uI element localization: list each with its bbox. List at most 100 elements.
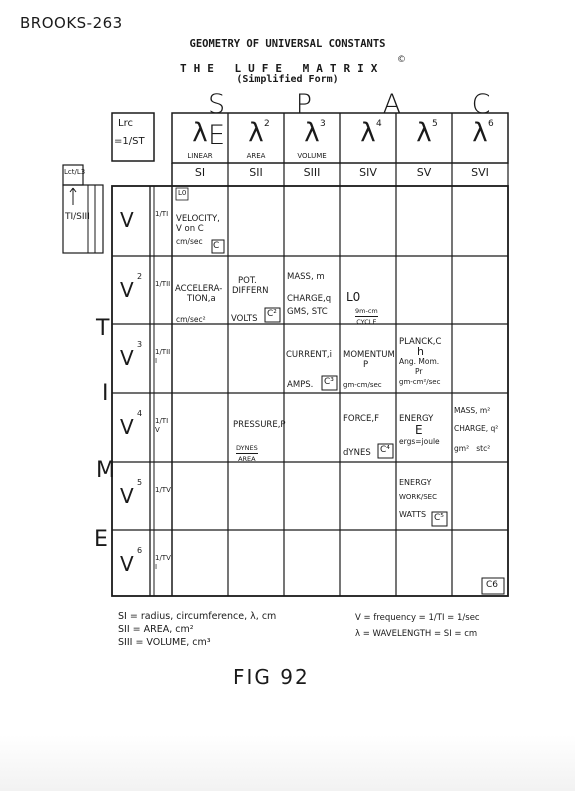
space-col-header-3: SIII bbox=[303, 166, 321, 179]
cell-l0: L0 bbox=[346, 290, 361, 304]
main-grid bbox=[111, 185, 509, 597]
lambda-label: VOLUME bbox=[297, 152, 327, 160]
lambda-symbol: λ bbox=[360, 118, 376, 148]
time-ratio-label: TI/SIII bbox=[65, 212, 90, 222]
row-v-exponent-4: 4 bbox=[137, 409, 143, 418]
cell-potential-name: POT. bbox=[238, 276, 257, 286]
cell-force-box: C⁴ bbox=[380, 445, 390, 455]
cell-energy: ENERGY E ergs=joule bbox=[399, 414, 440, 447]
row-v-5: V bbox=[120, 484, 134, 508]
row-t-4: 1/TIV bbox=[155, 417, 169, 434]
legend-left: SI = radius, circumference, λ, cm SII = … bbox=[118, 610, 276, 649]
page-bottom-shadow bbox=[0, 735, 575, 791]
cell-velocity: VELOCITY, V on C cm/sec bbox=[176, 214, 220, 247]
cell-power-unit: WATTS bbox=[399, 510, 427, 519]
cell-velocity-name: VELOCITY, bbox=[176, 214, 220, 224]
cell-l0-unit: 9m-cm CYCLE bbox=[355, 306, 378, 327]
cell-charge-squared-name: CHARGE, q² bbox=[454, 424, 499, 433]
time-letter-e: E bbox=[94, 527, 108, 552]
cell-acceleration-symbol: TION,a bbox=[187, 294, 216, 304]
cell-planck-pr: Pr bbox=[415, 367, 423, 376]
cell-mass-charge: MASS, m CHARGE,q GMS, STC bbox=[287, 272, 331, 317]
cell-momentum: MOMENTUM P gm-cm/sec bbox=[343, 350, 395, 390]
cell-velocity-box: C bbox=[213, 241, 220, 251]
lrc-label: Lrc bbox=[118, 118, 133, 129]
cell-energy-symbol: E bbox=[415, 423, 423, 437]
lrc-fraction: =1/ST bbox=[114, 136, 145, 147]
cell-energy-name: ENERGY bbox=[399, 414, 434, 424]
legend-wavelength: λ = WAVELENGTH = SI = cm bbox=[355, 629, 478, 639]
cell-mass-squared: MASS, m² CHARGE, q² gm² stc² bbox=[454, 406, 498, 454]
space-col-header-1: SI bbox=[194, 166, 206, 179]
row-v-4: V bbox=[120, 415, 134, 439]
lambda-symbol: λ bbox=[304, 118, 320, 148]
lambda-symbol: λ bbox=[416, 118, 432, 148]
time-letter-m: M bbox=[96, 458, 115, 483]
legend-right: V = frequency = 1/TI = 1/sec λ = WAVELEN… bbox=[355, 610, 480, 642]
cell-force-unit: dYNES bbox=[343, 448, 371, 458]
row-v-2: V bbox=[120, 278, 134, 302]
legend-s2: SII = AREA, cm² bbox=[118, 624, 194, 635]
lambda-label: AREA bbox=[246, 152, 266, 160]
figure-label: FIG 92 bbox=[233, 665, 310, 689]
cell-c6-box: C6 bbox=[486, 580, 499, 590]
cell-velocity-symbol: V on C bbox=[176, 224, 204, 234]
cell-planck-unit: gm-cm²/sec bbox=[399, 378, 441, 386]
matrix-title: THE LUFE MATRIX bbox=[180, 62, 385, 75]
space-header: S P A C E bbox=[208, 89, 522, 151]
legend-s1: SI = radius, circumference, λ, cm bbox=[118, 611, 277, 622]
cell-current: CURRENT,i bbox=[286, 350, 332, 360]
lambda-exponent: 6 bbox=[488, 119, 494, 129]
cell-l0-unit-top: 9m-cm bbox=[355, 307, 378, 317]
cell-mass-unit: GMS, STC bbox=[287, 307, 328, 317]
cell-velocity-unit: cm/sec bbox=[176, 237, 203, 246]
matrix-subtitle: (Simplified Form) bbox=[236, 74, 339, 85]
space-col-header-2: SII bbox=[249, 166, 263, 179]
legend-frequency: V = frequency = 1/TI = 1/sec bbox=[355, 613, 480, 623]
cell-potential-box: C² bbox=[267, 309, 277, 319]
space-col-header-5: SV bbox=[416, 166, 432, 179]
cell-corner-l0: L0 bbox=[178, 189, 187, 197]
row-v-exponent-6: 6 bbox=[137, 546, 143, 555]
row-v-exponent-2: 2 bbox=[137, 272, 143, 281]
cell-power-box: C⁵ bbox=[434, 513, 444, 523]
cell-mass-squared-unit: gm² stc² bbox=[454, 444, 491, 453]
cell-planck-symbol: h bbox=[417, 345, 424, 358]
row-t-6: 1/TVI bbox=[155, 554, 171, 571]
row-t-1: 1/TI bbox=[155, 210, 169, 218]
row-v-exponent-3: 3 bbox=[137, 340, 143, 349]
cell-planck-angmom: Ang. Mom. bbox=[399, 357, 440, 366]
cell-potential-name2: DIFFERN bbox=[232, 286, 269, 296]
cell-mass-squared-name: MASS, m² bbox=[454, 406, 491, 415]
row-t-5: 1/TV bbox=[155, 486, 171, 494]
lambda-symbol: λ bbox=[192, 118, 208, 148]
cell-pressure-unit-bottom: AREA bbox=[238, 455, 256, 463]
cell-power-name: ENERGY bbox=[399, 478, 432, 487]
lambda-exponent: 2 bbox=[264, 119, 270, 129]
cell-charge-name: CHARGE,q bbox=[287, 294, 332, 304]
cell-power: ENERGY WORK/SEC WATTS bbox=[399, 478, 437, 520]
cell-pressure-unit-top: DYNES bbox=[236, 444, 258, 454]
space-col-header-4: SIV bbox=[359, 166, 377, 179]
lambda-label: LINEAR bbox=[187, 152, 213, 160]
cell-planck-name: PLANCK,C bbox=[399, 337, 442, 347]
row-v-1: V bbox=[120, 208, 134, 232]
cell-potential-unit: VOLTS bbox=[231, 314, 258, 324]
row-v-6: V bbox=[120, 552, 134, 576]
time-letter-t: T bbox=[96, 316, 110, 341]
cell-momentum-symbol: P bbox=[363, 360, 369, 370]
lambda-symbol: λ bbox=[248, 118, 264, 148]
row-v-3: V bbox=[120, 346, 134, 370]
page-label: BROOKS-263 bbox=[20, 14, 123, 32]
lambda-exponent: 4 bbox=[376, 119, 382, 129]
lambda-exponent: 5 bbox=[432, 119, 438, 129]
cell-power-work: WORK/SEC bbox=[399, 493, 437, 501]
time-letter-i: I bbox=[102, 381, 109, 406]
cell-acceleration-unit: cm/sec² bbox=[176, 315, 206, 324]
